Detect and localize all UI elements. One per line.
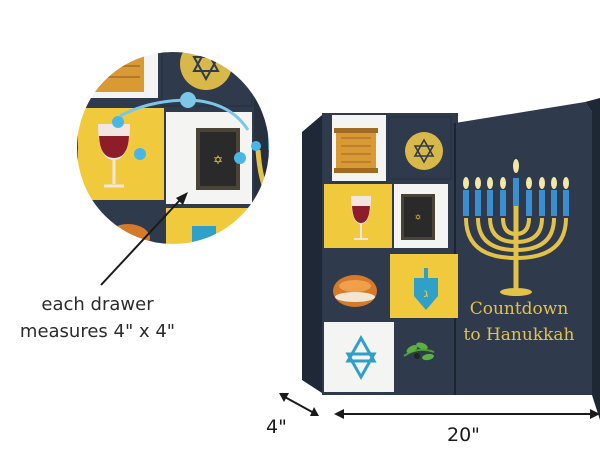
drawer-star-teal: [324, 322, 394, 392]
drawer-donut: [324, 252, 388, 318]
zoom-detail: ✡: [76, 51, 270, 245]
drawer-scroll: [332, 115, 386, 181]
drawer-olive: [396, 322, 454, 390]
drawer-dreidel: ג: [390, 254, 458, 318]
svg-text:✡: ✡: [213, 153, 223, 167]
drawer-star-gold: [388, 116, 452, 180]
drawer-book: ✡: [394, 184, 448, 248]
caption-line-1: each drawer: [41, 294, 154, 315]
box-title-line-1: Countdown: [469, 299, 569, 319]
width-label: 20": [447, 424, 480, 446]
drawer-size-caption: each drawer measures 4" x 4": [0, 291, 195, 345]
width-arrow: [334, 409, 600, 419]
svg-text:✡: ✡: [415, 213, 422, 222]
caption-line-2: measures 4" x 4": [19, 321, 176, 342]
box-title-line-2: to Hanukkah: [463, 325, 575, 345]
svg-text:ג: ג: [424, 286, 429, 300]
caption-arrow: [100, 192, 188, 286]
menorah-icon: [463, 159, 569, 296]
depth-label: 4": [266, 416, 287, 438]
depth-arrow: [279, 393, 319, 416]
drawer-wine: [324, 184, 392, 248]
